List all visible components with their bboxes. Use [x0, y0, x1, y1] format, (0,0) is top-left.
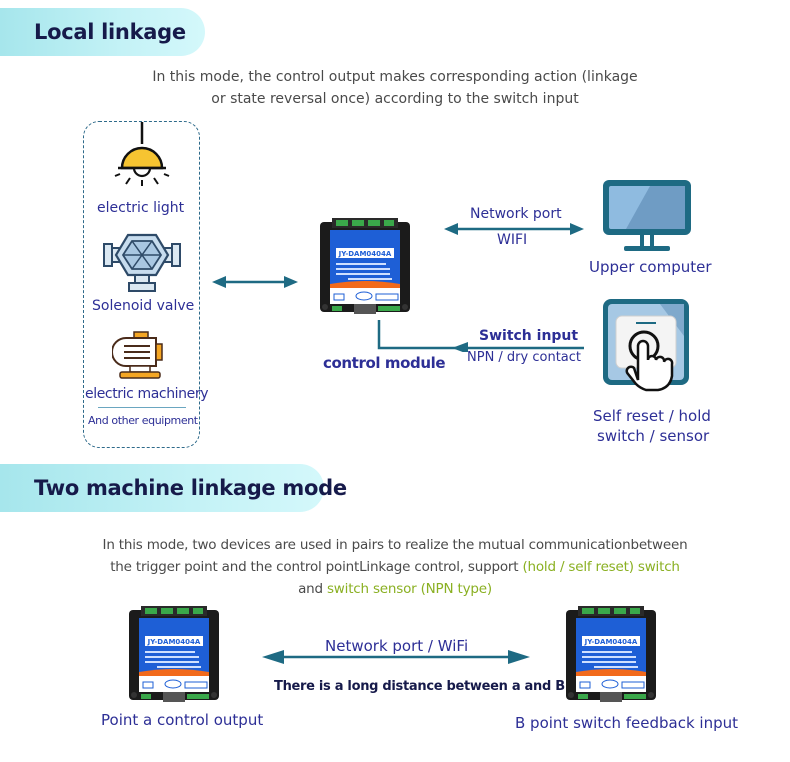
network-label: Network port — [470, 206, 562, 222]
control-module-label: control module — [323, 354, 446, 372]
module-model-text: JY-DAM0404A — [338, 250, 392, 258]
device-b-label: B point switch feedback input — [515, 714, 738, 732]
switch-type-label: NPN / dry contact — [467, 350, 582, 365]
bidirectional-arrow-icon — [262, 650, 530, 664]
computer-label: Upper computer — [589, 258, 712, 276]
section-header-two-machine-linkage: Two machine linkage mode — [0, 464, 347, 512]
description-line: In this mode, the control output makes c… — [152, 69, 638, 85]
switch-device-label: switch / sensor — [597, 427, 710, 445]
control-module-device: JY-DAM0404A — [320, 218, 410, 314]
ceiling-lamp-icon — [114, 122, 170, 186]
section-description: In this mode, the control output makes c… — [60, 66, 730, 110]
monitor-icon — [603, 180, 691, 251]
bidirectional-arrow-icon — [444, 223, 584, 235]
equipment-label: Solenoid valve — [92, 298, 195, 314]
equipment-label: electric light — [97, 200, 185, 216]
description-text: and — [298, 581, 327, 597]
section-description: In this mode, two devices are used in pa… — [40, 534, 750, 600]
section-header-local-linkage: Local linkage — [0, 8, 205, 56]
description-line: or state reversal once) according to the… — [211, 91, 579, 107]
description-text: the trigger point and the control pointL… — [110, 559, 523, 575]
equipment-label: electric machinery — [85, 386, 209, 402]
section-title: Local linkage — [34, 20, 186, 44]
electric-motor-icon — [112, 331, 163, 379]
device-a-label: Point a control output — [101, 711, 264, 729]
description-highlight: (hold / self reset) switch — [522, 559, 680, 575]
touch-switch-icon — [603, 299, 689, 392]
equipment-footer: And other equipment — [88, 414, 198, 427]
device-model-text: JY-DAM0404A — [584, 638, 638, 646]
switch-input-label: Switch input — [479, 328, 579, 344]
description-line: the trigger point and the control pointL… — [40, 556, 750, 578]
description-line: In this mode, two devices are used in pa… — [102, 537, 688, 553]
device-b: JY-DAM0404A — [566, 606, 656, 702]
equipment-group — [83, 121, 200, 448]
divider — [98, 407, 186, 408]
description-line: and switch sensor (NPN type) — [40, 578, 750, 600]
section-title: Two machine linkage mode — [34, 476, 347, 500]
device-model-text: JY-DAM0404A — [147, 638, 201, 646]
switch-input-arrow-icon — [377, 320, 584, 352]
wifi-label: WIFI — [497, 232, 528, 248]
switch-device-label: Self reset / hold — [593, 407, 711, 425]
bidirectional-arrow-icon — [212, 276, 298, 288]
solenoid-valve-icon — [103, 233, 181, 292]
description-highlight: switch sensor (NPN type) — [326, 581, 492, 597]
link-label: Network port / WiFi — [325, 637, 469, 655]
distance-note: There is a long distance between a and B — [274, 679, 565, 694]
device-a: JY-DAM0404A — [129, 606, 219, 702]
